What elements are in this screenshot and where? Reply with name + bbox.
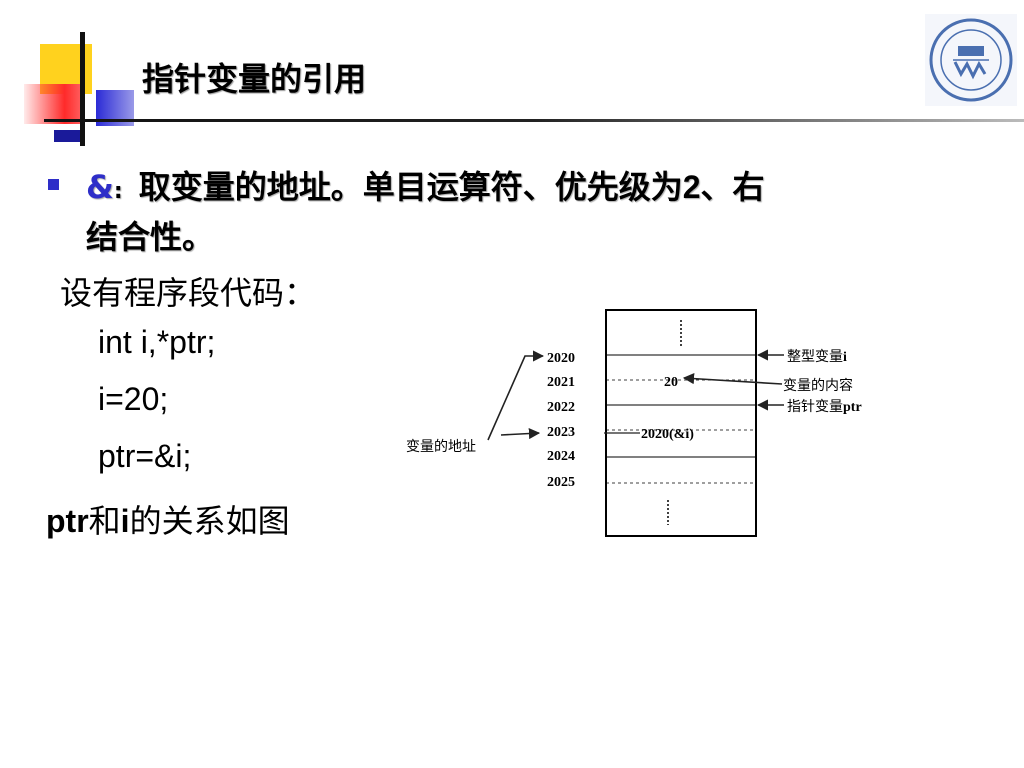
address-2021: 2021: [547, 375, 575, 390]
cell-value-i: 20: [664, 375, 678, 390]
relation-i: i: [120, 503, 130, 539]
label-variable-content: 变量的内容: [783, 377, 853, 394]
code-line-1: int i,*ptr;: [98, 324, 216, 360]
address-2025: 2025: [547, 475, 575, 490]
decor-red-square: [24, 84, 82, 124]
relation-text: ptr和i的关系如图: [46, 496, 290, 542]
address-2024: 2024: [547, 449, 575, 464]
slide-title: 指针变量的引用: [142, 60, 367, 98]
bullet-line-1: &: 取变量的地址。单目运算符、优先级为2、右: [86, 162, 765, 208]
code-line-3: ptr=&i;: [98, 438, 192, 474]
label-pointer-variable: 指针变量ptr: [787, 399, 862, 415]
bullet-text: 取变量的地址。单目运算符、优先级为: [138, 168, 683, 206]
precedence-number: 2: [682, 169, 701, 205]
arrow-points-to-2020: [487, 350, 545, 441]
memory-diagram: 2020 2021 2022 2023 2024 2025 20 2020(&i…: [406, 309, 862, 537]
label-int-variable: 整型变量i: [787, 349, 847, 365]
bullet-text-end: 、右: [700, 168, 765, 206]
intro-text: 设有程序段代码：: [60, 274, 317, 312]
university-seal-logo: [925, 14, 1017, 106]
decor-navy-bar: [54, 130, 84, 142]
address-2020: 2020: [547, 351, 575, 366]
relation-rest: 的关系如图: [129, 502, 290, 540]
bullet-square: [48, 179, 59, 190]
title-underline: [44, 119, 1024, 122]
relation-ptr: ptr: [46, 503, 89, 539]
memory-box: [605, 309, 757, 537]
relation-he: 和: [88, 502, 121, 540]
arrow-content: [682, 373, 783, 385]
label-variable-address: 变量的地址: [406, 439, 476, 455]
ampersand-symbol: &: [86, 168, 114, 206]
bullet-line-2: 结合性。: [86, 218, 215, 256]
address-2023: 2023: [547, 425, 575, 440]
code-line-2: i=20;: [98, 381, 169, 417]
decor-vertical-line: [80, 32, 85, 146]
ampersand-colon: :: [113, 179, 123, 204]
cell-value-ptr: 2020(&i): [641, 427, 694, 442]
arrow-address: [500, 427, 541, 440]
address-2022: 2022: [547, 400, 575, 415]
